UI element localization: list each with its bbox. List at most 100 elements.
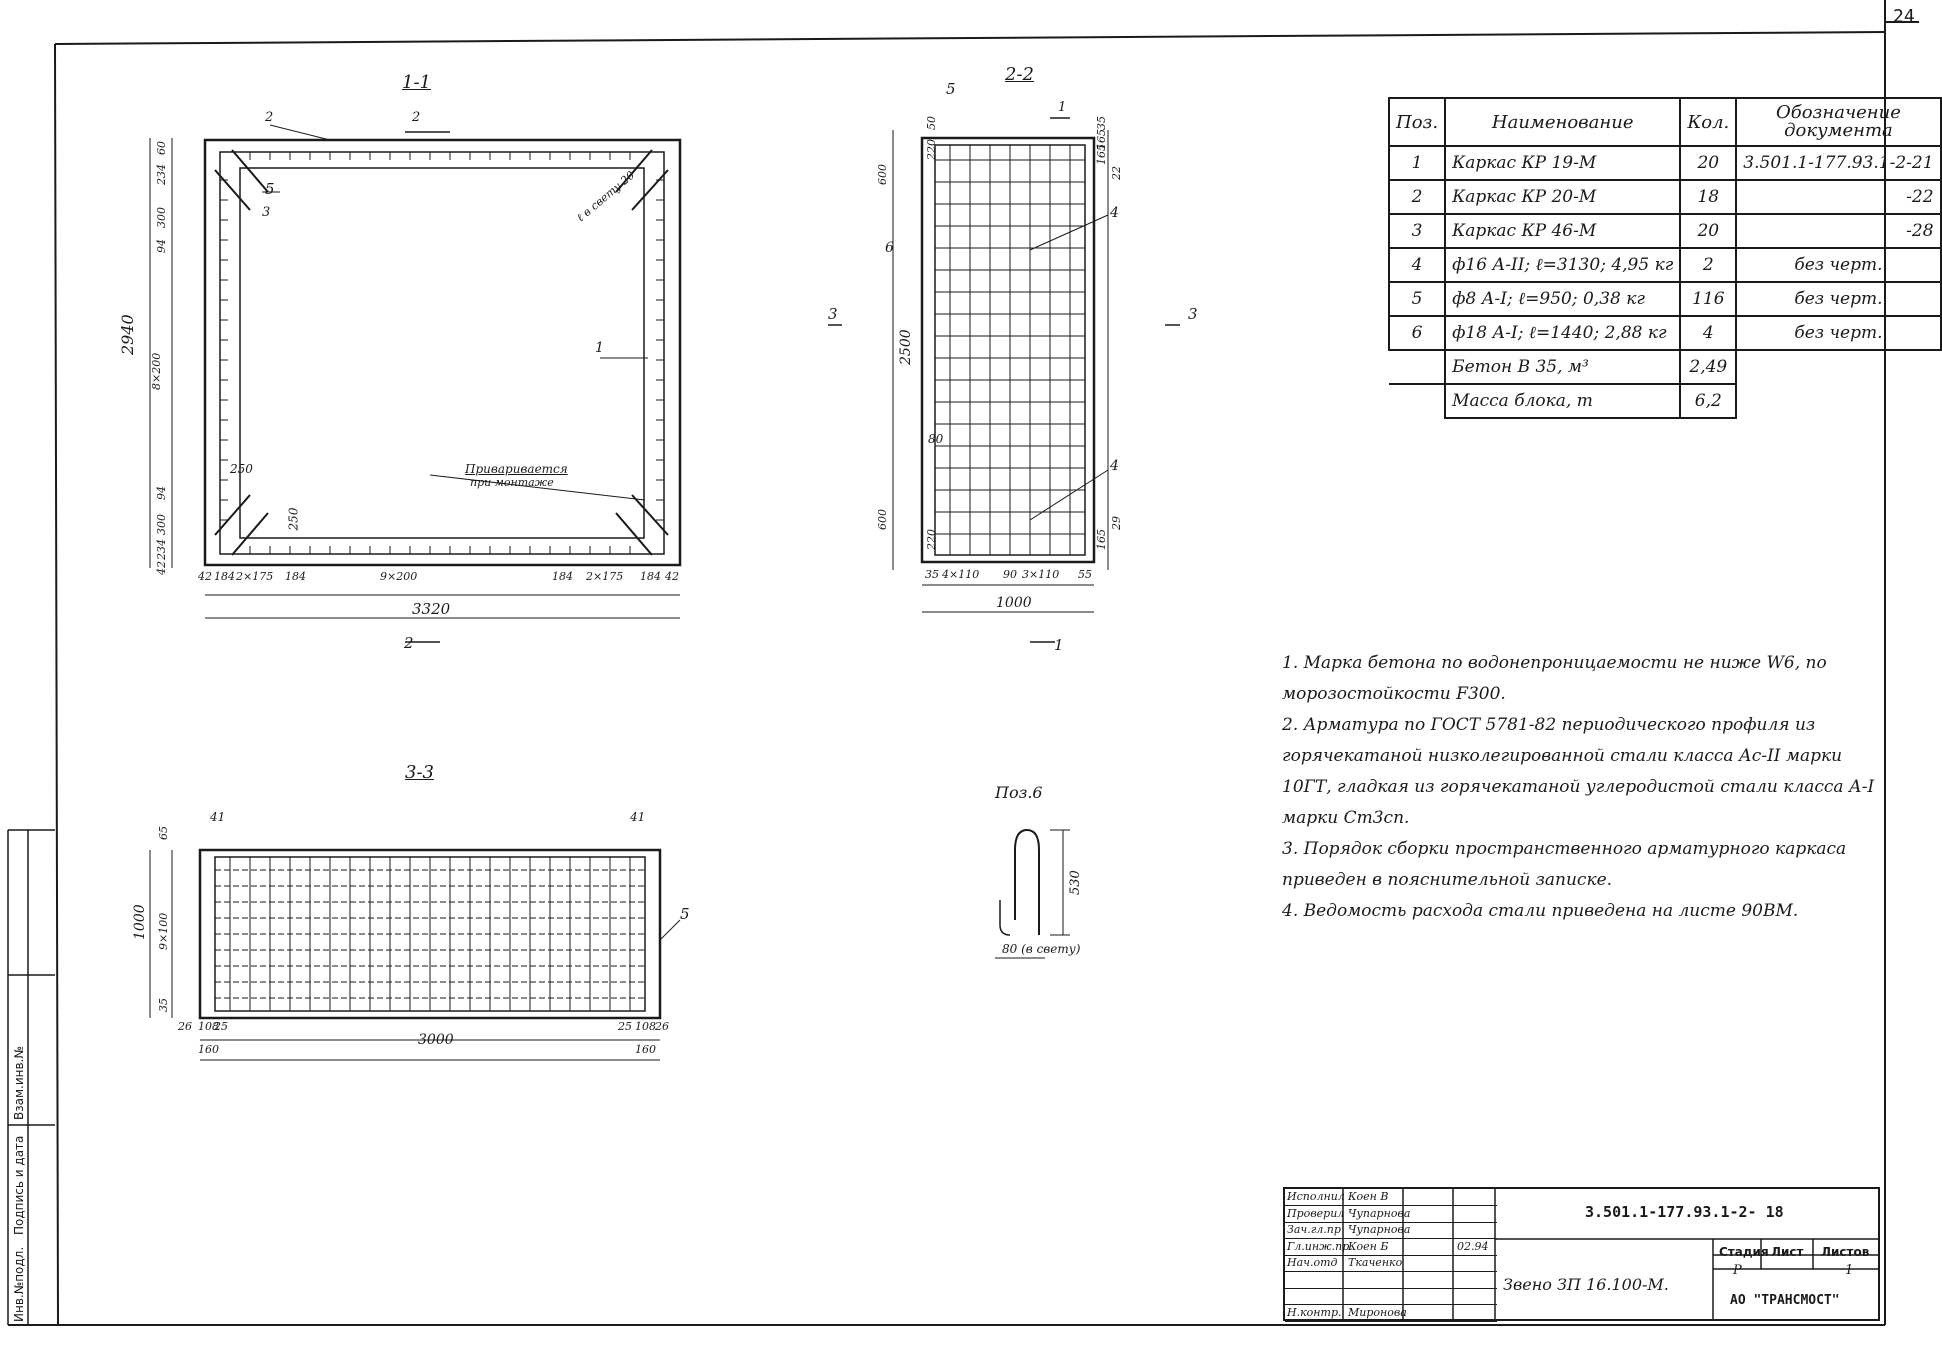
spec-cell-doc: без черт. [1735, 281, 1942, 317]
dimension-label: 234 [155, 164, 168, 185]
spec-cell-doc [1736, 350, 1940, 384]
sheets-value: 1 [1845, 1263, 1854, 1278]
spec-cell-qty: 2 [1679, 247, 1738, 283]
dimension-label: 25 [618, 1020, 632, 1033]
side-stamp-frame [7, 829, 55, 1325]
spec-cell-qty: 2,49 [1679, 349, 1738, 385]
pos6-title: Поз.6 [995, 783, 1043, 802]
stage-header: Стадия [1719, 1245, 1769, 1259]
section-1-1-graphic [149, 124, 682, 643]
spec-cell-pos [1389, 383, 1447, 418]
signature-date: 02.94 [1457, 1239, 1489, 1253]
spec-cell-pos: 2 [1387, 179, 1447, 215]
signature-name: Коен В [1348, 1190, 1389, 1203]
spec-cell-doc: -28 [1735, 213, 1942, 249]
dim-35-33: 35 [157, 998, 170, 1012]
spec-cell-qty: 20 [1679, 145, 1738, 181]
spec-header-row: Поз. Наименование Кол. Обозначение докум… [1387, 97, 1942, 147]
spec-cell-pos: 3 [1387, 213, 1447, 249]
spec-cell-name: Каркас КР 19-М [1444, 145, 1682, 181]
document-code: 3.501.1-177.93.1-2- 18 [1585, 1203, 1784, 1221]
dimension-label: 2×175 [586, 570, 624, 583]
callout-2: 2 [265, 110, 274, 125]
sheet-number: 24 [1893, 6, 1915, 27]
callout-5-22: 5 [946, 80, 956, 98]
spec-header-doc: Обозначение документа [1735, 97, 1942, 147]
signature-row [1285, 1272, 1497, 1289]
dimension-label: 300 [155, 514, 168, 535]
dimension-label: 94 [155, 486, 168, 500]
callout-6-22: 6 [885, 240, 894, 256]
dim-3000: 3000 [418, 1032, 454, 1048]
spec-cell-pos: 1 [1387, 145, 1447, 181]
cut-mark-1-bottom: 1 [1054, 636, 1064, 654]
dim-65: 65 [157, 826, 170, 840]
section-2-2-graphic [828, 117, 1180, 643]
general-notes: 1. Марка бетона по водонепроницаемости н… [1282, 648, 1892, 927]
welded-note-1: Приваривается [465, 462, 568, 476]
spec-cell-name: Бетон В 35, м³ [1444, 349, 1682, 385]
spec-cell-name: Каркас КР 20-М [1444, 179, 1682, 215]
spec-cell-qty: 4 [1679, 315, 1738, 351]
cut-mark-2-bottom: 2 [404, 634, 414, 652]
note-4: 4. Ведомость расхода стали приведена на … [1282, 901, 1799, 921]
signature-name: Миронова [1348, 1305, 1407, 1319]
callout-3: 3 [262, 205, 271, 220]
callout-4-bottom: 4 [1110, 458, 1119, 474]
dimension-label: 42 [155, 561, 168, 575]
spec-header-name: Наименование [1444, 97, 1682, 147]
dimension-label: 9×200 [380, 570, 418, 583]
spec-cell-name: ф18 А-I; ℓ=1440; 2,88 кг [1444, 315, 1682, 351]
dimension-label: 26 [655, 1020, 669, 1033]
spec-cell-doc: 3.501.1-177.93.1-2-21 [1735, 145, 1942, 181]
dimension-label: 600 [876, 509, 889, 530]
width-1000-22: 1000 [996, 595, 1032, 611]
object-name: Звено ЗП 16.100-М. [1503, 1275, 1669, 1294]
dim-250-b: 250 [286, 507, 301, 531]
spec-cell-qty: 20 [1679, 213, 1738, 249]
dimension-label: 25 [214, 1020, 228, 1033]
frame-top [54, 31, 1886, 45]
dimension-label: 60 [155, 141, 168, 155]
pos6-width-note: 80 (в свету) [1002, 942, 1081, 956]
dim-41-left: 41 [210, 810, 226, 824]
title-block-lines [1342, 1187, 1880, 1321]
cut-mark-1-top: 1 [1058, 100, 1067, 115]
callout-4-top: 4 [1110, 205, 1119, 221]
section-3-3-graphic [149, 848, 681, 1061]
dimension-label: 3×110 [1022, 568, 1060, 581]
dimension-label: 184 [285, 570, 306, 583]
specification-table: Поз. Наименование Кол. Обозначение докум… [1387, 97, 1942, 419]
section-3-3-title: 3-3 [405, 762, 434, 783]
dimension-label: 42 [665, 570, 679, 583]
sheets-header: Листов [1821, 1245, 1870, 1259]
stamp-signature-date: Подпись и дата [12, 1135, 26, 1235]
dimension-label: 234 [155, 539, 168, 560]
dimension-label: 4×110 [942, 568, 980, 581]
cut-3-right: 3 [1188, 305, 1198, 323]
dimension-label: 165 [1095, 529, 1108, 550]
dimension-label: 94 [155, 239, 168, 253]
sheet-header: Лист [1771, 1245, 1804, 1259]
spec-cell-name: ф8 А-I; ℓ=950; 0,38 кг [1444, 281, 1682, 317]
dimension-label: 55 [1078, 568, 1092, 581]
dimension-label: 108 [198, 1020, 219, 1033]
signature-name: Чупарнова [1348, 1223, 1411, 1236]
width-3320: 3320 [412, 600, 451, 618]
height-2500: 2500 [898, 329, 914, 365]
section-2-2-title: 2-2 [1005, 64, 1034, 85]
organization: АО "ТРАНСМОСТ" [1730, 1293, 1840, 1308]
pos6-height: 530 [1068, 870, 1083, 895]
spec-cell-doc: без черт. [1735, 315, 1942, 351]
